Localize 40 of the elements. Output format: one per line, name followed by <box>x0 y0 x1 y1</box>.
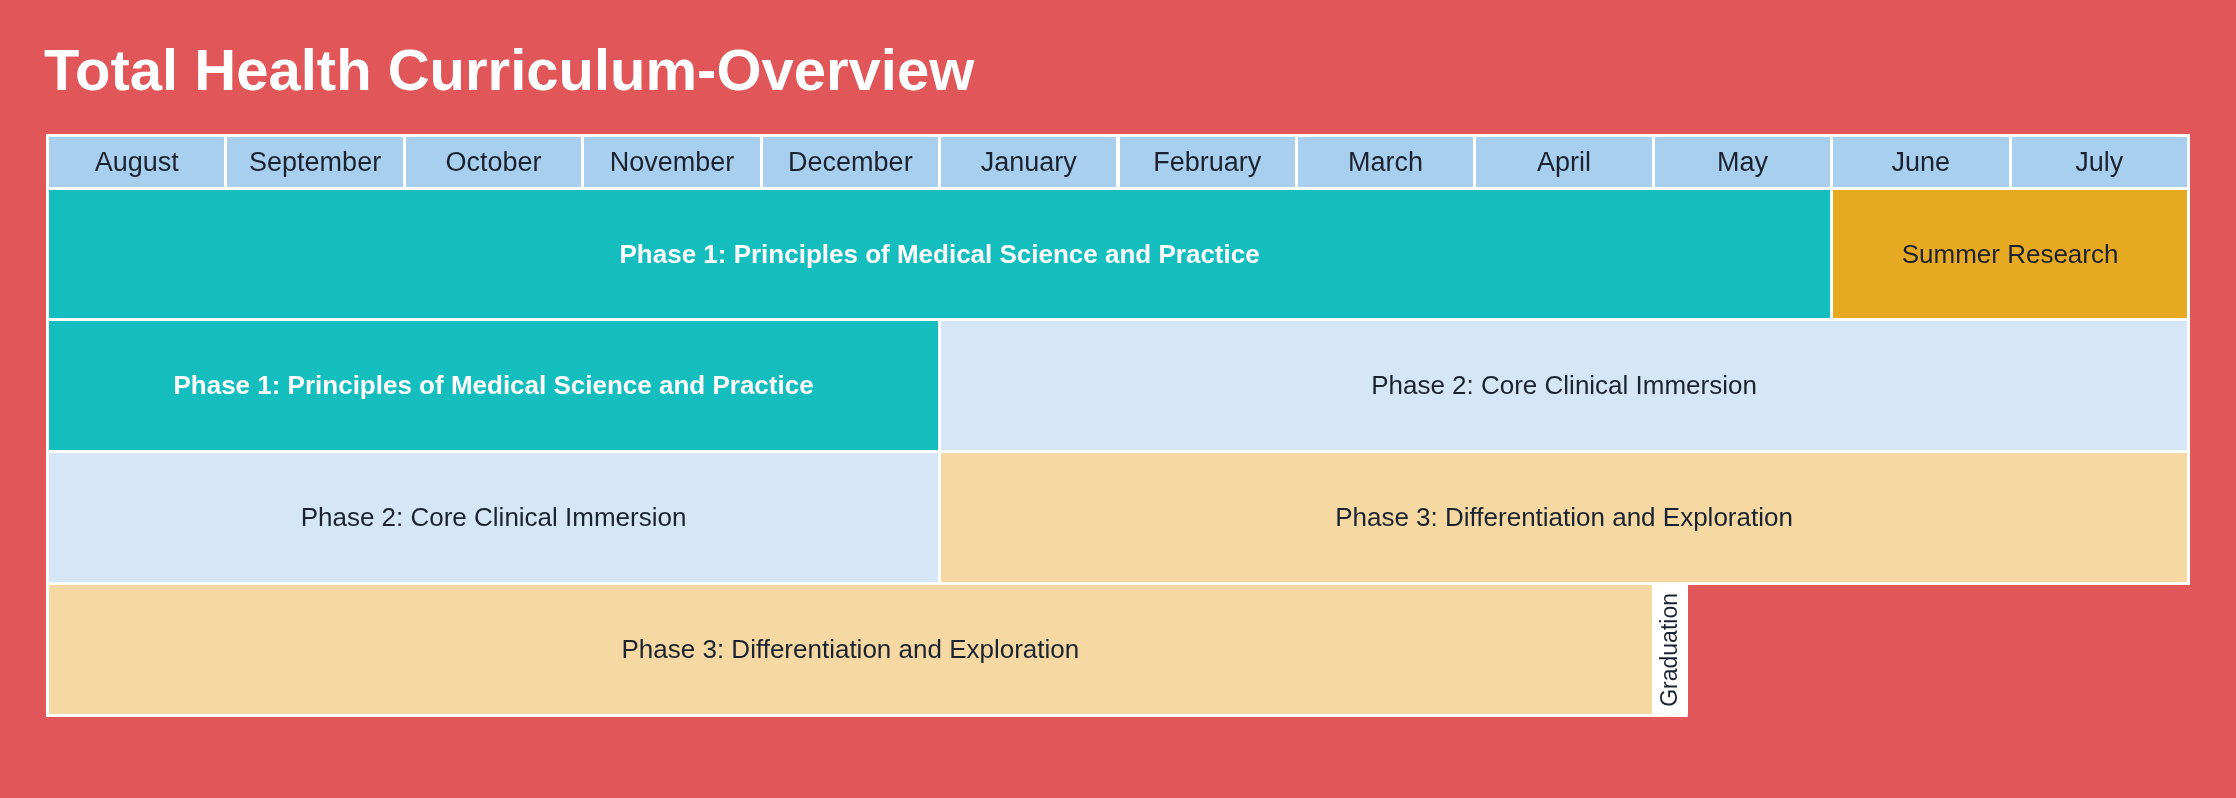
phase-label: Phase 1: Principles of Medical Science and Practice <box>619 238 1260 270</box>
phase-label: Phase 3: Differentiation and Exploration <box>1335 502 1793 533</box>
graduation-label: Graduation <box>1658 592 1682 707</box>
month-name: November <box>609 146 735 178</box>
month-name: October <box>445 146 542 178</box>
month-header <box>49 137 225 187</box>
month-name: September <box>249 146 382 178</box>
month-header <box>941 137 1117 187</box>
phase-label: Phase 1: Principles of Medical Science and Practice <box>173 370 814 401</box>
month-header <box>1476 137 1652 187</box>
phase-bar <box>1833 190 2187 318</box>
month-name: May <box>1716 146 1768 178</box>
month-name: April <box>1537 146 1592 178</box>
month-header <box>1297 137 1474 187</box>
phase-label: Summer Research <box>1901 238 2119 270</box>
phase-bar <box>49 190 1831 318</box>
month-name: March <box>1348 146 1424 178</box>
month-header <box>1654 137 1831 187</box>
phase-label: Phase 2: Core Clinical Immersion <box>1371 370 1757 401</box>
month-header <box>2011 137 2187 187</box>
diagram-title: Total Health Curriculum-Overview <box>44 36 975 104</box>
month-header <box>1833 137 2009 187</box>
phase-bar <box>49 453 939 582</box>
month-header <box>584 137 760 187</box>
month-name: January <box>980 146 1077 178</box>
phase-bar <box>941 321 2187 450</box>
month-header <box>405 137 582 187</box>
month-name: June <box>1891 146 1951 178</box>
month-name: February <box>1153 146 1262 178</box>
month-name: July <box>2075 146 2124 178</box>
month-header <box>227 137 403 187</box>
month-name: December <box>788 146 913 178</box>
phase-label: Phase 2: Core Clinical Immersion <box>300 502 687 533</box>
month-header <box>1119 137 1295 187</box>
month-name: August <box>94 146 179 178</box>
phase-bar <box>941 453 2187 582</box>
phase-bar <box>49 585 1652 714</box>
phase-bar <box>49 321 939 450</box>
phase-label: Phase 3: Differentiation and Exploration <box>621 634 1080 665</box>
month-header <box>762 137 939 187</box>
